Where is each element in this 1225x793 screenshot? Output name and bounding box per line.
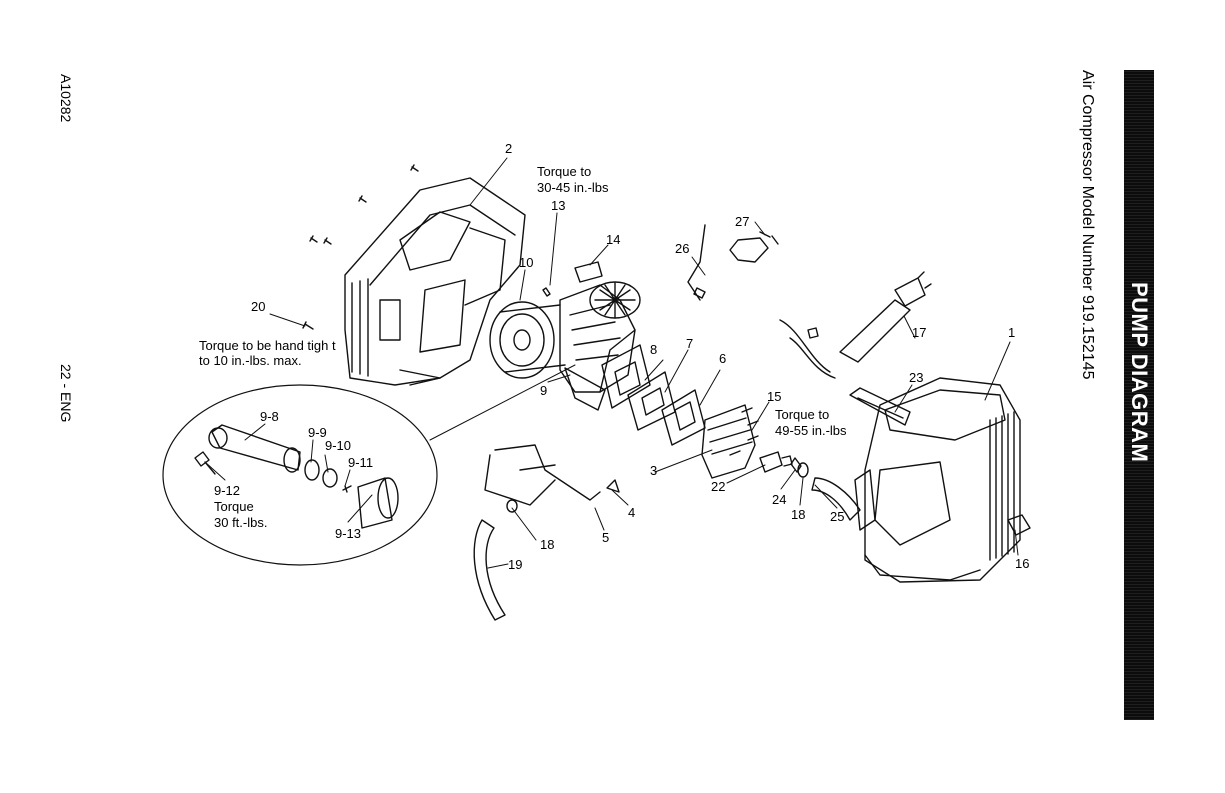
part-9-12-bolt <box>195 452 215 474</box>
torque-note-15-line1: Torque to <box>775 408 829 421</box>
part-7-valve-plate <box>628 372 675 430</box>
part-9-9-washer <box>305 460 319 480</box>
part-19-hose <box>474 520 505 620</box>
callout-9-11: 9-11 <box>348 456 373 469</box>
leader-lines <box>205 158 1018 568</box>
torque-note-20-line1: Torque to be hand tigh t <box>199 339 336 352</box>
callout-23: 23 <box>909 371 923 384</box>
part-4-valve <box>607 480 619 492</box>
callout-25: 25 <box>830 510 844 523</box>
part-5-tube <box>485 445 600 505</box>
callout-9-13: 9-13 <box>335 527 361 540</box>
torque-note-13-line1: Torque to <box>537 165 591 178</box>
part-16-knob <box>1008 515 1030 535</box>
torque-note-9-12-line1: Torque <box>214 500 254 513</box>
callout-27: 27 <box>735 215 749 228</box>
part-9-13-cylinder-sleeve <box>358 478 398 528</box>
callout-17: 17 <box>912 326 926 339</box>
part-2-pump-housing <box>345 178 525 385</box>
callout-8: 8 <box>650 343 657 356</box>
callout-7: 7 <box>686 337 693 350</box>
part-6-gasket <box>662 390 705 445</box>
callout-5: 5 <box>602 531 609 544</box>
callout-26: 26 <box>675 242 689 255</box>
callout-15: 15 <box>767 390 781 403</box>
callout-6: 6 <box>719 352 726 365</box>
callout-18-left: 18 <box>540 538 554 551</box>
part-9-rod-assembly <box>565 368 605 410</box>
callout-1: 1 <box>1008 326 1015 339</box>
part-22-fitting <box>760 452 792 472</box>
callout-19: 19 <box>508 558 522 571</box>
callout-16: 16 <box>1015 557 1029 570</box>
callout-9-8: 9-8 <box>260 410 279 423</box>
torque-note-13-line2: 30-45 in.-lbs <box>537 181 609 194</box>
callout-4: 4 <box>628 506 635 519</box>
callout-20: 20 <box>251 300 265 313</box>
part-10-pulley <box>490 302 565 378</box>
callout-9-12: 9-12 <box>214 484 240 497</box>
part-18-fitting-right <box>798 463 808 477</box>
callout-10: 10 <box>519 256 533 269</box>
callout-14: 14 <box>606 233 620 246</box>
part-9-10-ring <box>323 469 337 487</box>
part-27-switch <box>730 232 778 262</box>
torque-note-9-12-line2: 30 ft.-lbs. <box>214 516 267 529</box>
callout-3: 3 <box>650 464 657 477</box>
cooling-fan <box>590 282 640 318</box>
motor-pump-assembly <box>560 282 640 392</box>
part-14-pad <box>575 262 602 282</box>
torque-note-15-line2: 49-55 in.-lbs <box>775 424 847 437</box>
callout-13: 13 <box>551 199 565 212</box>
part-9-11-screw <box>343 486 351 492</box>
part-1-front-cover <box>855 378 1020 582</box>
callout-2: 2 <box>505 142 512 155</box>
callout-18-right: 18 <box>791 508 805 521</box>
part-18-fitting-left <box>507 500 517 512</box>
torque-note-20-line2: to 10 in.-lbs. max. <box>199 354 302 367</box>
callout-24: 24 <box>772 493 786 506</box>
callout-22: 22 <box>711 480 725 493</box>
callout-9-9: 9-9 <box>308 426 327 439</box>
part-3-cylinder-head <box>702 405 755 478</box>
callout-9-10: 9-10 <box>325 439 351 452</box>
part-13-bolt <box>543 288 550 296</box>
callout-9: 9 <box>540 384 547 397</box>
